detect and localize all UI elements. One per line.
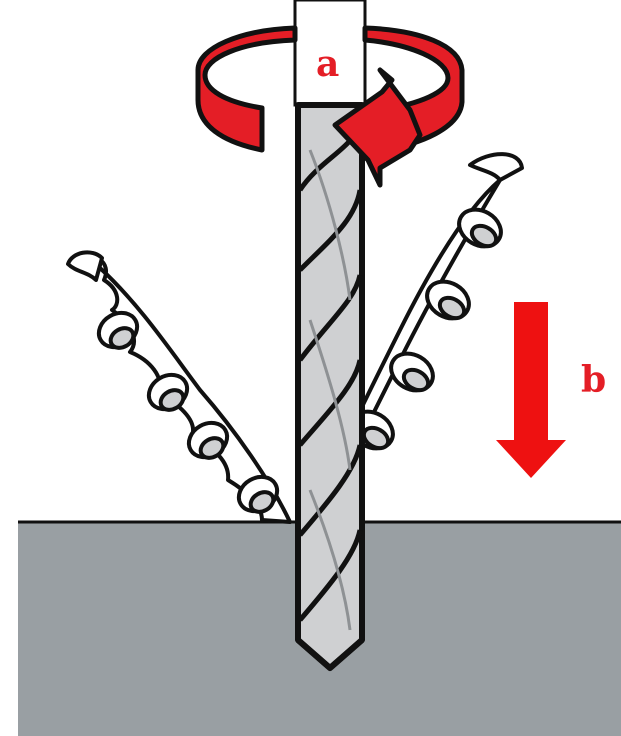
drill-bit [298,105,362,668]
feed-label: b [581,362,606,398]
down-arrow-icon [496,302,566,478]
chips-left [68,252,290,522]
rotation-label: a [316,46,339,82]
